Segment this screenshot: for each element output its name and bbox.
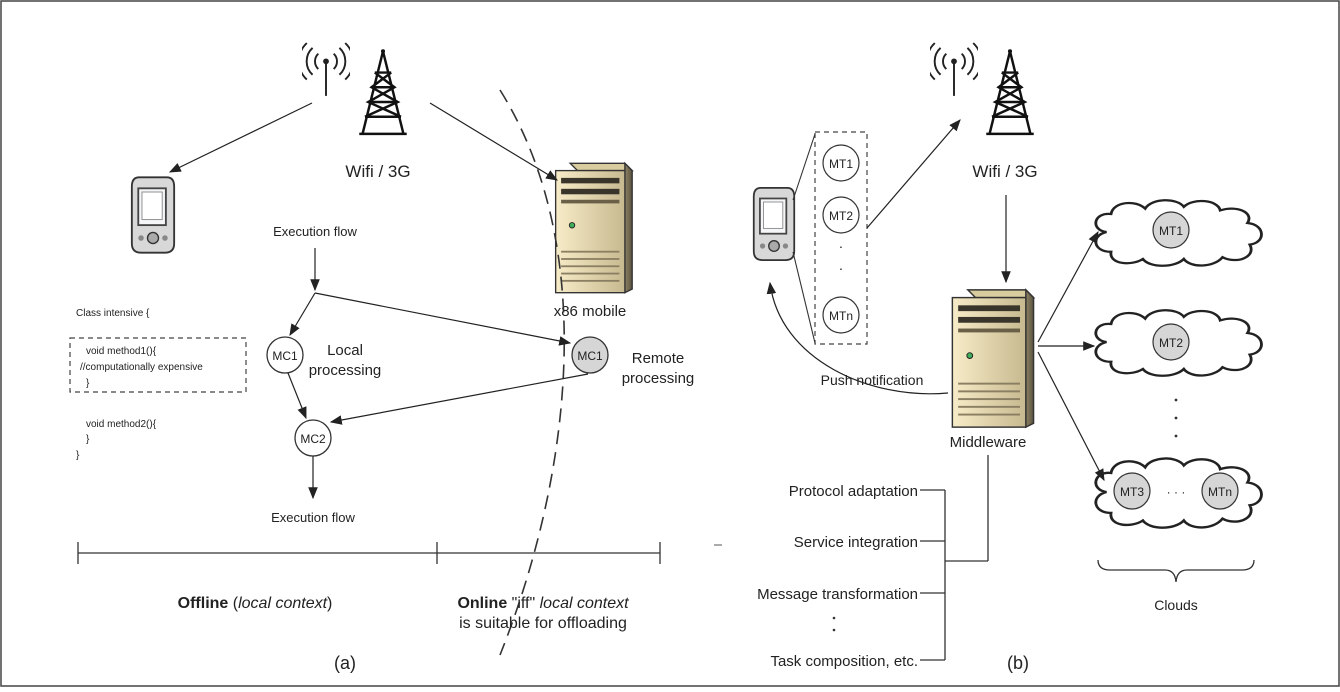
cloud-2-mt-label: MT2 bbox=[1159, 336, 1183, 350]
panel-a: Wifi / 3G x86 mobile Execution flow MC1 … bbox=[69, 42, 722, 673]
tasks-to-tower-arrow bbox=[866, 119, 961, 229]
code-line-5: void method2(){ bbox=[86, 419, 157, 430]
mc1-local-node bbox=[266, 336, 304, 374]
phone-link-top bbox=[792, 133, 816, 201]
cloud-3-mtn-label: MTn bbox=[1208, 485, 1232, 499]
code-line-3: //computationally expensive bbox=[80, 362, 203, 373]
local-to-mc2-arrow bbox=[287, 372, 307, 420]
mtn-node bbox=[822, 296, 860, 334]
execution-flow-bottom-label: Execution flow bbox=[271, 510, 355, 525]
code-line-1: Class intensive { bbox=[76, 308, 150, 319]
service-message-transformation: Message transformation bbox=[757, 586, 918, 603]
execution-flow-top-label: Execution flow bbox=[273, 224, 357, 239]
tower-to-phone-arrow bbox=[168, 102, 313, 173]
cloud-ellipsis bbox=[1174, 398, 1178, 438]
push-notification-label: Push notification bbox=[821, 372, 924, 388]
mtn-label: MTn bbox=[829, 309, 853, 323]
mt1-label: MT1 bbox=[829, 157, 853, 171]
code-line-4: } bbox=[86, 378, 90, 389]
mc1-remote-node bbox=[571, 336, 609, 374]
online-label-line-2: is suitable for offloading bbox=[459, 615, 627, 632]
middleware-to-cloud-1-arrow bbox=[1037, 230, 1099, 343]
flow-to-local-arrow bbox=[289, 292, 316, 337]
service-protocol-adaptation: Protocol adaptation bbox=[789, 483, 918, 500]
server-label: x86 mobile bbox=[554, 303, 627, 320]
flow-to-remote-arrow bbox=[314, 292, 572, 346]
push-notification-arrow bbox=[766, 281, 949, 395]
mt-ellipsis-1: . bbox=[839, 235, 843, 251]
cloud-3-mt3-label: MT3 bbox=[1120, 485, 1144, 499]
mt2-node bbox=[822, 196, 860, 234]
phone-link-bottom bbox=[792, 251, 816, 344]
mobile-phone-icon bbox=[130, 176, 176, 254]
service-integration: Service integration bbox=[794, 534, 918, 551]
code-line-6: } bbox=[86, 434, 90, 445]
middleware-label: Middleware bbox=[950, 434, 1027, 451]
code-highlight-box bbox=[69, 337, 247, 393]
caption-b: (b) bbox=[1007, 653, 1029, 673]
online-label-line-1: Online "iff" local context bbox=[457, 595, 629, 612]
cloud-3-mtn-node bbox=[1201, 472, 1239, 510]
cell-tower-icon bbox=[357, 47, 409, 136]
mc1-remote-label: MC1 bbox=[577, 349, 603, 363]
remote-processing-label-1: Remote bbox=[632, 350, 685, 367]
offline-label: Offline (local context) bbox=[178, 595, 333, 612]
mt-ellipsis-2: . bbox=[839, 257, 843, 273]
remote-to-mc2-arrow bbox=[329, 373, 589, 425]
network-boundary-arc bbox=[499, 89, 565, 656]
mt-task-container bbox=[814, 131, 868, 345]
mt1-node bbox=[822, 144, 860, 182]
tower-label: Wifi / 3G bbox=[345, 162, 410, 181]
cloud-1-mt-label: MT1 bbox=[1159, 224, 1183, 238]
middleware-server-icon bbox=[951, 289, 1035, 428]
tower-to-server-arrow bbox=[429, 102, 559, 181]
context-timeline bbox=[77, 542, 722, 564]
mt2-label: MT2 bbox=[829, 209, 853, 223]
code-snippet: Class intensive { void method1(){ //comp… bbox=[69, 308, 247, 461]
middleware-to-cloud-3-arrow bbox=[1037, 351, 1105, 482]
remote-processing-label-2: processing bbox=[622, 370, 695, 387]
clouds-label: Clouds bbox=[1154, 597, 1198, 613]
cloud-2-mt-node bbox=[1152, 323, 1190, 361]
local-processing-label-1: Local bbox=[327, 342, 363, 359]
cell-tower-icon-b bbox=[984, 47, 1036, 136]
wifi-antenna-icon-b bbox=[930, 42, 978, 97]
code-line-7: } bbox=[76, 450, 80, 461]
cloud-3-mt3-node bbox=[1113, 472, 1151, 510]
local-processing-label-2: processing bbox=[309, 362, 382, 379]
mobile-phone-icon-b bbox=[752, 187, 796, 261]
caption-a: (a) bbox=[334, 653, 356, 673]
cloud-1-mt-node bbox=[1152, 211, 1190, 249]
clouds-brace bbox=[1097, 559, 1255, 583]
cloud-3-dots: · · · bbox=[1167, 485, 1186, 499]
services-tree bbox=[832, 455, 989, 661]
panel-b: Wifi / 3G MT1 MT2 . . MTn Middleware Pus… bbox=[752, 42, 1263, 673]
code-line-2: void method1(){ bbox=[86, 346, 157, 357]
wifi-antenna-icon bbox=[302, 42, 350, 97]
mc1-local-label: MC1 bbox=[272, 349, 298, 363]
tower-label-b: Wifi / 3G bbox=[972, 162, 1037, 181]
mc2-label: MC2 bbox=[300, 432, 326, 446]
service-task-composition: Task composition, etc. bbox=[770, 653, 918, 670]
x86-server-icon bbox=[554, 162, 633, 294]
